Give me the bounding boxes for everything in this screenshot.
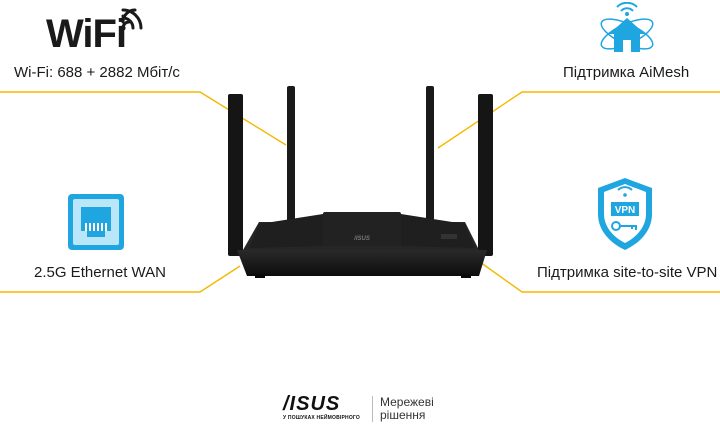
- router-antenna-outer-right: [478, 94, 493, 256]
- wifi-logo-text: WiFi: [46, 12, 127, 56]
- router-product-image: /ISUS: [228, 86, 493, 278]
- vpn-shield-icon: VPN: [598, 178, 652, 250]
- router-antenna-inner-right: [426, 86, 434, 242]
- feature-wifi-speed: Wi-Fi: 688 + 2882 Мбіт/с: [14, 64, 180, 81]
- connector-line-vpn: [479, 261, 720, 293]
- asus-tagline-line2: рішення: [380, 408, 426, 422]
- asus-brand-block: /ISUS У ПОШУКАХ НЕЙМОВІРНОГО: [283, 394, 360, 421]
- asus-tagline-line1: Мережеві: [380, 395, 434, 409]
- aimesh-home-icon: [600, 2, 654, 52]
- router-antenna-inner-left: [287, 86, 295, 242]
- router-front-logo: /ISUS: [353, 236, 370, 242]
- connector-line-aimesh: [437, 91, 720, 149]
- svg-text:VPN: VPN: [615, 205, 636, 216]
- feature-ethernet: 2.5G Ethernet WAN: [34, 264, 166, 281]
- ethernet-port-icon: [68, 194, 124, 250]
- asus-slogan: У ПОШУКАХ НЕЙМОВІРНОГО: [283, 415, 360, 421]
- connector-line-ethernet: [0, 265, 241, 293]
- feature-aimesh: Підтримка AiMesh: [563, 64, 690, 81]
- asus-tagline: Мережеві рішення: [380, 396, 434, 422]
- wifi-signal-icon: [120, 8, 143, 31]
- asus-logo: /ISUS: [283, 393, 341, 415]
- feature-vpn: Підтримка site-to-site VPN: [537, 264, 718, 281]
- connector-line-wifi: [0, 91, 287, 146]
- router-antenna-outer-left: [228, 94, 243, 256]
- asus-separator: [372, 396, 373, 422]
